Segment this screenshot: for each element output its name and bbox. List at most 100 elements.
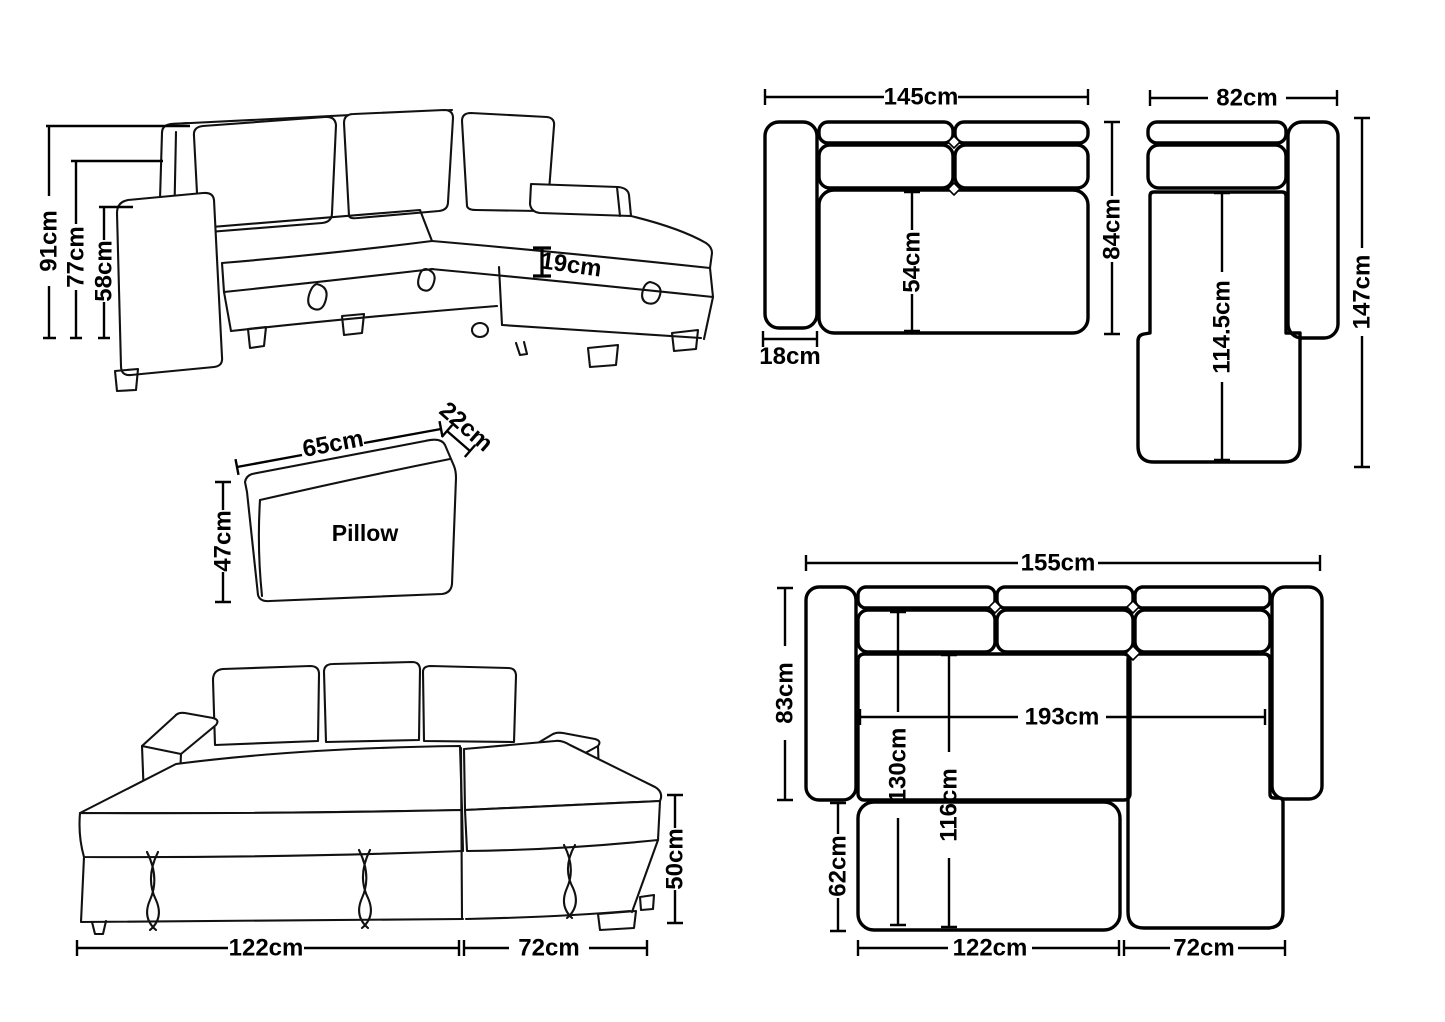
tv1-backrest-2 [953, 143, 1090, 190]
bed-chaise-mattress-top [462, 739, 663, 812]
sofa-right-armrest-end-edge [615, 185, 622, 218]
dim-19cm: 19cm [533, 246, 603, 283]
chaise-corner-foot [514, 340, 529, 357]
tv3-right-armrest [1270, 585, 1324, 801]
sofa-right-armrest [528, 182, 633, 218]
dim-label-tv2-chaise-length: 114.5cm [1209, 280, 1236, 373]
tv3-left-armrest [804, 585, 858, 802]
dim-label-tv3-chaise-width: 72cm [1173, 935, 1234, 962]
dim-50cm: 50cm [662, 793, 689, 925]
tv3-backrest-1 [856, 608, 997, 654]
bed-left-armrest-edge [140, 744, 183, 756]
pillow-figure: Pillow 65cm 22cm 47cm [210, 397, 498, 604]
base-foot-2 [340, 312, 366, 337]
tv1-backrest-1-top [817, 120, 955, 145]
sofa-left-armrest [115, 191, 224, 377]
dim-label-bed-right-width: 72cm [518, 935, 579, 962]
dim-84cm: 84cm [1099, 120, 1126, 336]
base-strap-2 [417, 267, 436, 292]
seat-base-seam [222, 267, 435, 294]
chaise-band-bottom-edge [429, 267, 715, 299]
tv1-backrest-2-top [953, 120, 1090, 145]
dim-114-5cm: 114.5cm [1209, 191, 1236, 462]
base-strap-1 [307, 282, 328, 311]
tv2-backrest [1146, 143, 1288, 190]
bed-chaise-foot [596, 909, 638, 932]
dim-82cm: 82cm [1148, 85, 1339, 112]
dim-label-tv3-sleep-length: 116cm [936, 768, 963, 841]
dim-145cm: 145cm [763, 84, 1090, 111]
bed-section-seam [459, 746, 464, 921]
dim-label-bed-left-width: 122cm [229, 935, 304, 962]
dim-label-tv1-width: 145cm [884, 84, 959, 111]
seat-front-edge [220, 239, 434, 265]
tv1-junction-diamond-2 [946, 181, 962, 197]
dim-label-tv3-width: 155cm [1021, 550, 1096, 577]
dim-label-tv1-armrest-width: 18cm [759, 343, 820, 370]
armrest-foot [113, 367, 140, 393]
dim-77cm: 77cm [63, 159, 163, 340]
tv2-backrest-top [1146, 120, 1288, 145]
bed-left-foot [90, 919, 108, 936]
chaise-caster [470, 321, 490, 339]
dim-83cm: 83cm [772, 586, 799, 802]
dim-72cm-bed: 72cm [462, 935, 649, 962]
dim-116cm: 116cm [936, 653, 963, 929]
bed-strap-3 [562, 843, 577, 920]
dim-label-arm-height: 58cm [91, 240, 118, 301]
sofa-front-figure: 91cm 77cm 58cm 19cm [36, 108, 715, 393]
dim-label-tv3-depth: 83cm [772, 662, 799, 723]
pillow-front-left-edge [257, 498, 264, 598]
chaise-seat-front-edge [430, 239, 712, 270]
chaise-box-left-edge [497, 265, 504, 327]
bed-back-cushion-1 [211, 664, 321, 747]
dim-155cm: 155cm [804, 550, 1322, 577]
dim-label-tv3-bed-length: 130cm [885, 728, 912, 803]
dim-18cm: 18cm [759, 331, 821, 370]
sofa-back-cushion-2 [342, 108, 455, 220]
base-foot-1 [246, 325, 268, 350]
tv2-right-armrest [1286, 120, 1340, 340]
dim-label-tv3-bed-width: 122cm [953, 935, 1028, 962]
bed-chaise-mattress-front [463, 799, 662, 853]
pillow-front-top-edge [258, 457, 452, 502]
bed-rear-foot [638, 893, 656, 912]
bed-strap-1 [145, 850, 160, 932]
chaise-handle-loop [641, 280, 662, 305]
tv3-chaise [1126, 652, 1285, 930]
tv1-seat [817, 188, 1090, 335]
seat-left-edge [220, 261, 233, 333]
dim-54cm: 54cm [899, 190, 926, 333]
tv3-seat [856, 652, 1132, 802]
dim-label-pillow-width: 65cm [300, 425, 365, 463]
dim-label-tv1-depth: 84cm [1099, 198, 1126, 259]
dim-58cm: 58cm [91, 205, 133, 340]
dim-label-back-height: 77cm [63, 226, 90, 287]
tv3-backrest-3 [1133, 608, 1272, 654]
dim-label-bed-height: 50cm [662, 828, 689, 889]
dim-label-tv2-length: 147cm [1349, 255, 1376, 330]
dim-147cm: 147cm [1349, 116, 1376, 469]
dim-122cm-tv3: 122cm [856, 935, 1121, 962]
bed-front-figure: 50cm 122cm 72cm [75, 660, 689, 962]
bed-strap-2 [357, 848, 372, 930]
dim-label-tv3-total-length: 193cm [1025, 704, 1100, 731]
tv3-backrest-2-top [995, 585, 1135, 610]
dim-193cm: 193cm [858, 704, 1267, 731]
dim-label-tv1-seat-depth: 54cm [899, 231, 926, 292]
bed-back-cushion-2 [322, 660, 422, 744]
dim-130cm: 130cm [885, 610, 912, 927]
dim-label-total-height: 91cm [36, 210, 63, 271]
pillow-label: Pillow [332, 520, 399, 546]
dim-label-tv2-width: 82cm [1216, 85, 1277, 112]
seat-back-edge [161, 208, 434, 243]
tv3-backrest-2 [995, 608, 1135, 654]
pillow-outline [243, 438, 458, 603]
bed-top-view-figure: 155cm 83cm 62cm 130cm 116cm 193cm 122cm [772, 550, 1324, 962]
chaise-top-view-figure: 82cm 147cm 114.5cm [1136, 85, 1376, 469]
dim-91cm: 91cm [36, 124, 190, 340]
dim-label-pillow-height: 47cm [210, 510, 237, 571]
chaise-box-bottom-edge [500, 323, 703, 340]
